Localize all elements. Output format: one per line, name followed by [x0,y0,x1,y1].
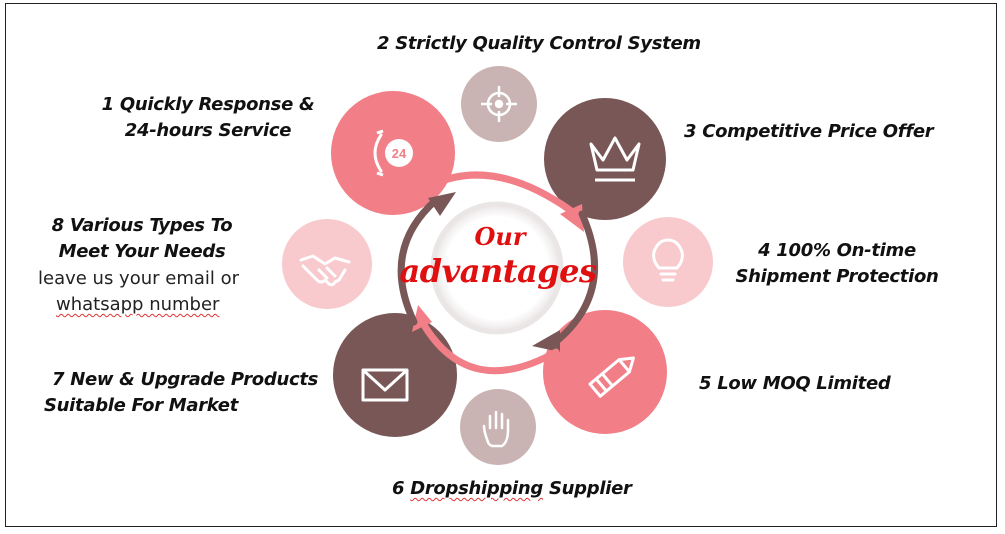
target-icon [481,86,517,122]
envelope-icon [361,368,409,402]
svg-text:24: 24 [392,146,407,161]
label-dropshipping-tail: Supplier [543,478,632,499]
label-price-offer: 3 Competitive Price Offer [684,121,934,142]
circle-dropshipping [460,389,536,465]
contact-note-line2-text: whatsapp number [56,294,220,315]
label-various-types-line2: Meet Your Needs [58,241,226,262]
circle-on-time [623,217,713,307]
phone-24-icon: 24 [373,129,413,177]
center-title-advantages: advantages [399,252,597,290]
arrowhead-pink-top [560,204,584,232]
label-dropshipping-number: 6 [392,478,411,499]
crown-icon [589,136,641,182]
label-various-types-line1: 8 Various Types To [51,215,233,236]
label-on-time-line2: Shipment Protection [735,266,939,287]
circle-new-products [333,313,457,437]
label-quick-response-line2: 24-hours Service [124,120,292,141]
label-new-products-line2: Suitable For Market [44,395,239,416]
pencil-icon [588,356,635,398]
label-quality-control: 2 Strictly Quality Control System [377,33,701,54]
arrowhead-dark-right [532,330,560,352]
label-quick-response: 1 Quickly Response & 24-hours Service [97,92,319,144]
arrow-dark-right [554,210,599,344]
center-ring [430,201,564,335]
label-quick-response-line1: 1 Quickly Response & [101,94,315,115]
label-on-time: 4 100% On-time Shipment Protection [730,238,944,290]
contact-note-line1: leave us your email or [38,268,240,289]
contact-note: leave us your email or whatsapp number [38,266,239,318]
label-low-moq: 5 Low MOQ Limited [699,373,891,394]
label-new-products-line1: 7 New & Upgrade Products [52,369,319,390]
center-title-our: Our [474,222,526,251]
label-dropshipping: 6 Dropshipping Supplier [392,476,632,502]
arrow-pink-bottom [420,321,560,375]
arrowhead-dark-left [428,192,456,216]
lightbulb-icon [652,238,684,282]
arrowhead-pink-bottom [412,305,432,332]
label-dropshipping-text: Dropshipping [410,478,544,499]
label-on-time-line1: 4 100% On-time [758,240,916,261]
handshake-icon [299,254,351,287]
contact-note-line2: whatsapp number [38,292,239,318]
label-various-types: 8 Various Types To Meet Your Needs [46,213,238,265]
label-new-products: 7 New & Upgrade Products Suitable For Ma… [44,367,318,419]
arrow-dark-left [397,196,440,326]
arrow-pink-top [392,171,574,214]
hand-icon [482,410,510,448]
